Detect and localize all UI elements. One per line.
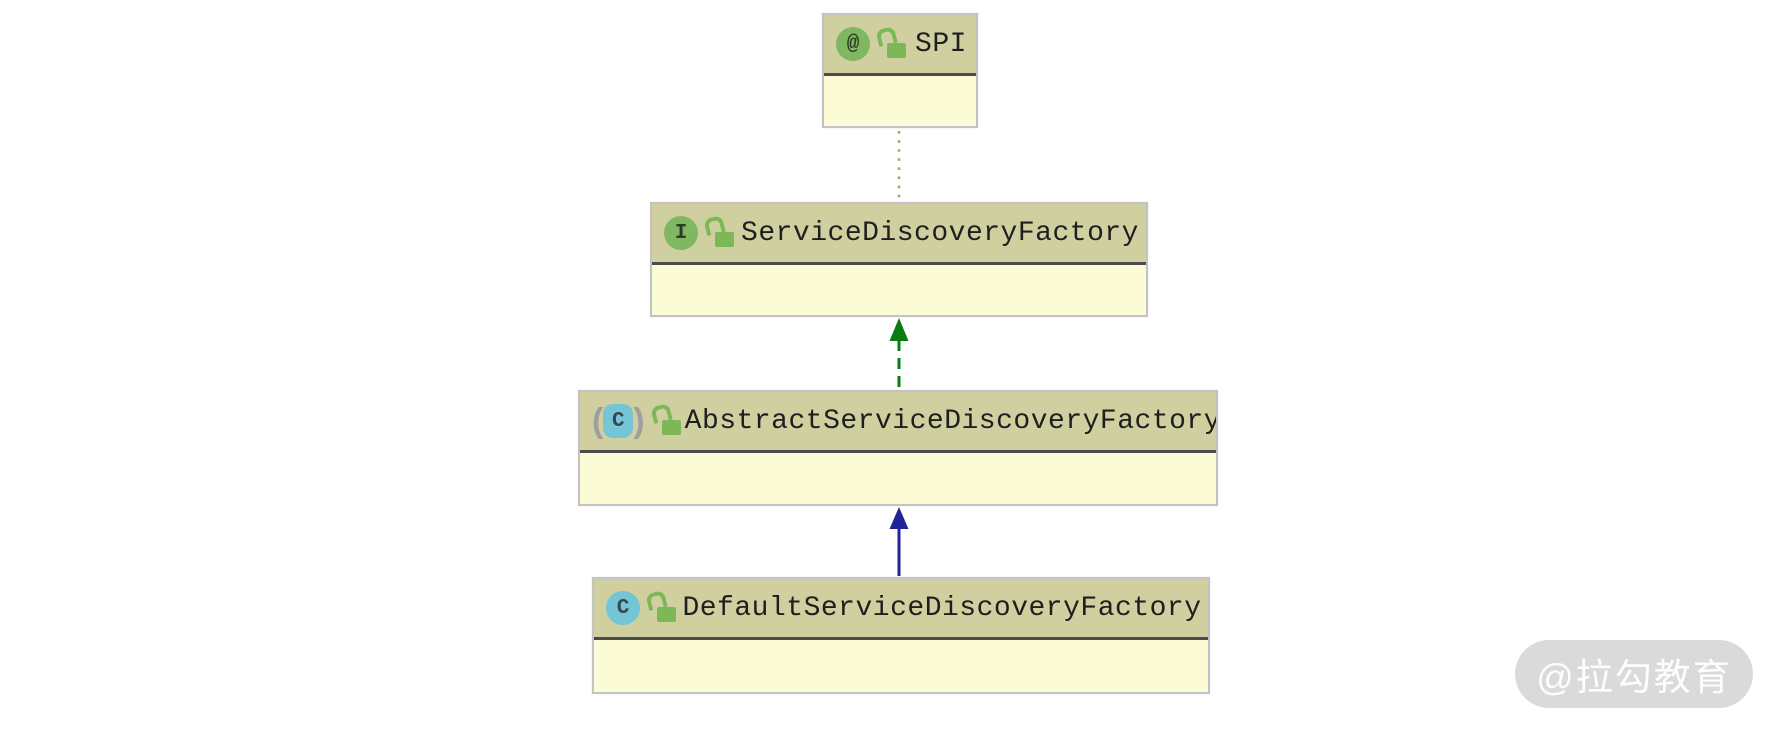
node-title: DefaultServiceDiscoveryFactory <box>682 592 1202 624</box>
node-title: ServiceDiscoveryFactory <box>741 217 1139 249</box>
edge-implements <box>889 318 909 389</box>
uml-node-spi[interactable]: @ SPI <box>822 13 978 128</box>
uml-node-abstractservicediscoveryfactory[interactable]: ( C ) AbstractServiceDiscoveryFactory <box>578 390 1218 506</box>
edge-extends <box>889 507 909 576</box>
node-header: @ SPI <box>824 15 976 76</box>
abstract-class-icon: ( C ) <box>592 402 645 440</box>
public-lock-icon <box>654 405 681 437</box>
node-body <box>652 265 1146 315</box>
watermark-text: @拉勾教育 <box>1536 657 1732 698</box>
public-lock-icon <box>649 592 676 624</box>
node-title: SPI <box>915 28 967 60</box>
node-header: ( C ) AbstractServiceDiscoveryFactory <box>580 392 1216 453</box>
node-header: C DefaultServiceDiscoveryFactory <box>594 579 1208 640</box>
interface-icon: I <box>664 216 698 250</box>
watermark-badge: @拉勾教育 <box>1515 640 1753 708</box>
uml-node-defaultservicediscoveryfactory[interactable]: C DefaultServiceDiscoveryFactory <box>592 577 1210 694</box>
public-lock-icon <box>707 217 734 249</box>
uml-node-servicediscoveryfactory[interactable]: I ServiceDiscoveryFactory <box>650 202 1148 317</box>
implements-arrowhead-icon <box>889 318 909 341</box>
node-body <box>594 640 1208 692</box>
public-lock-icon <box>879 28 906 60</box>
annotation-icon: @ <box>836 27 870 61</box>
node-title: AbstractServiceDiscoveryFactory <box>684 405 1216 437</box>
extends-arrowhead-icon <box>889 507 909 529</box>
class-icon: C <box>606 591 640 625</box>
node-header: I ServiceDiscoveryFactory <box>652 204 1146 265</box>
node-body <box>824 76 976 126</box>
node-body <box>580 453 1216 504</box>
